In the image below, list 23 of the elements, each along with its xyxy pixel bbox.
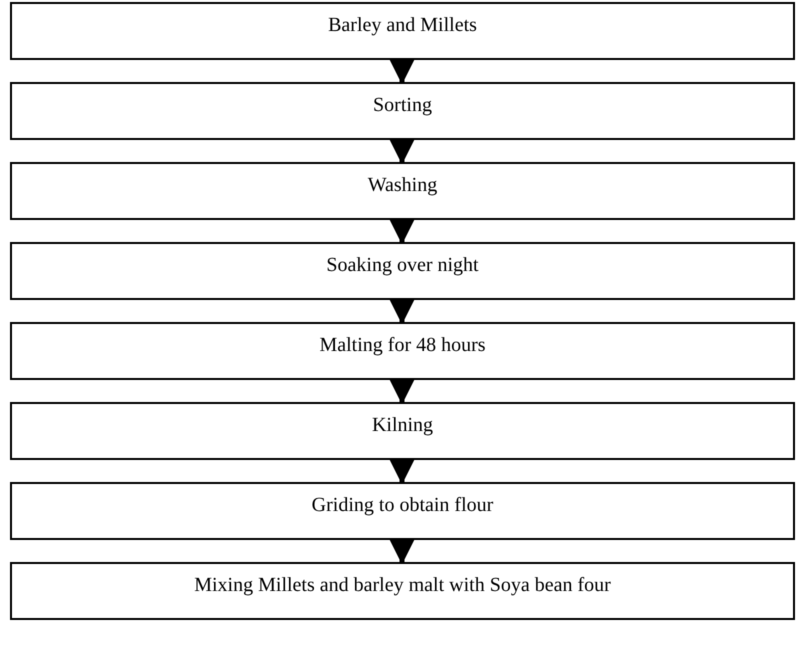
step-label: Washing (366, 174, 438, 197)
process-box (10, 2, 795, 60)
step-label: Griding to obtain flour (310, 494, 494, 517)
process-box (10, 242, 795, 300)
process-box (10, 402, 795, 460)
process-box (10, 162, 795, 220)
arrow (390, 460, 414, 484)
arrow (390, 220, 414, 244)
arrow (390, 540, 414, 564)
arrow (390, 140, 414, 164)
step-label: Kilning (370, 414, 434, 437)
step-label: Malting for 48 hours (318, 334, 487, 357)
step-label: Soaking over night (325, 254, 480, 277)
step-label: Barley and Millets (327, 14, 478, 37)
process-box (10, 562, 795, 620)
step-label: Mixing Millets and barley malt with Soya bean four (193, 574, 612, 597)
arrow (390, 300, 414, 324)
process-box (10, 482, 795, 540)
process-box (10, 82, 795, 140)
process-box (10, 322, 795, 380)
arrow (390, 60, 414, 84)
arrow (390, 380, 414, 404)
step-label: Sorting (372, 94, 433, 117)
